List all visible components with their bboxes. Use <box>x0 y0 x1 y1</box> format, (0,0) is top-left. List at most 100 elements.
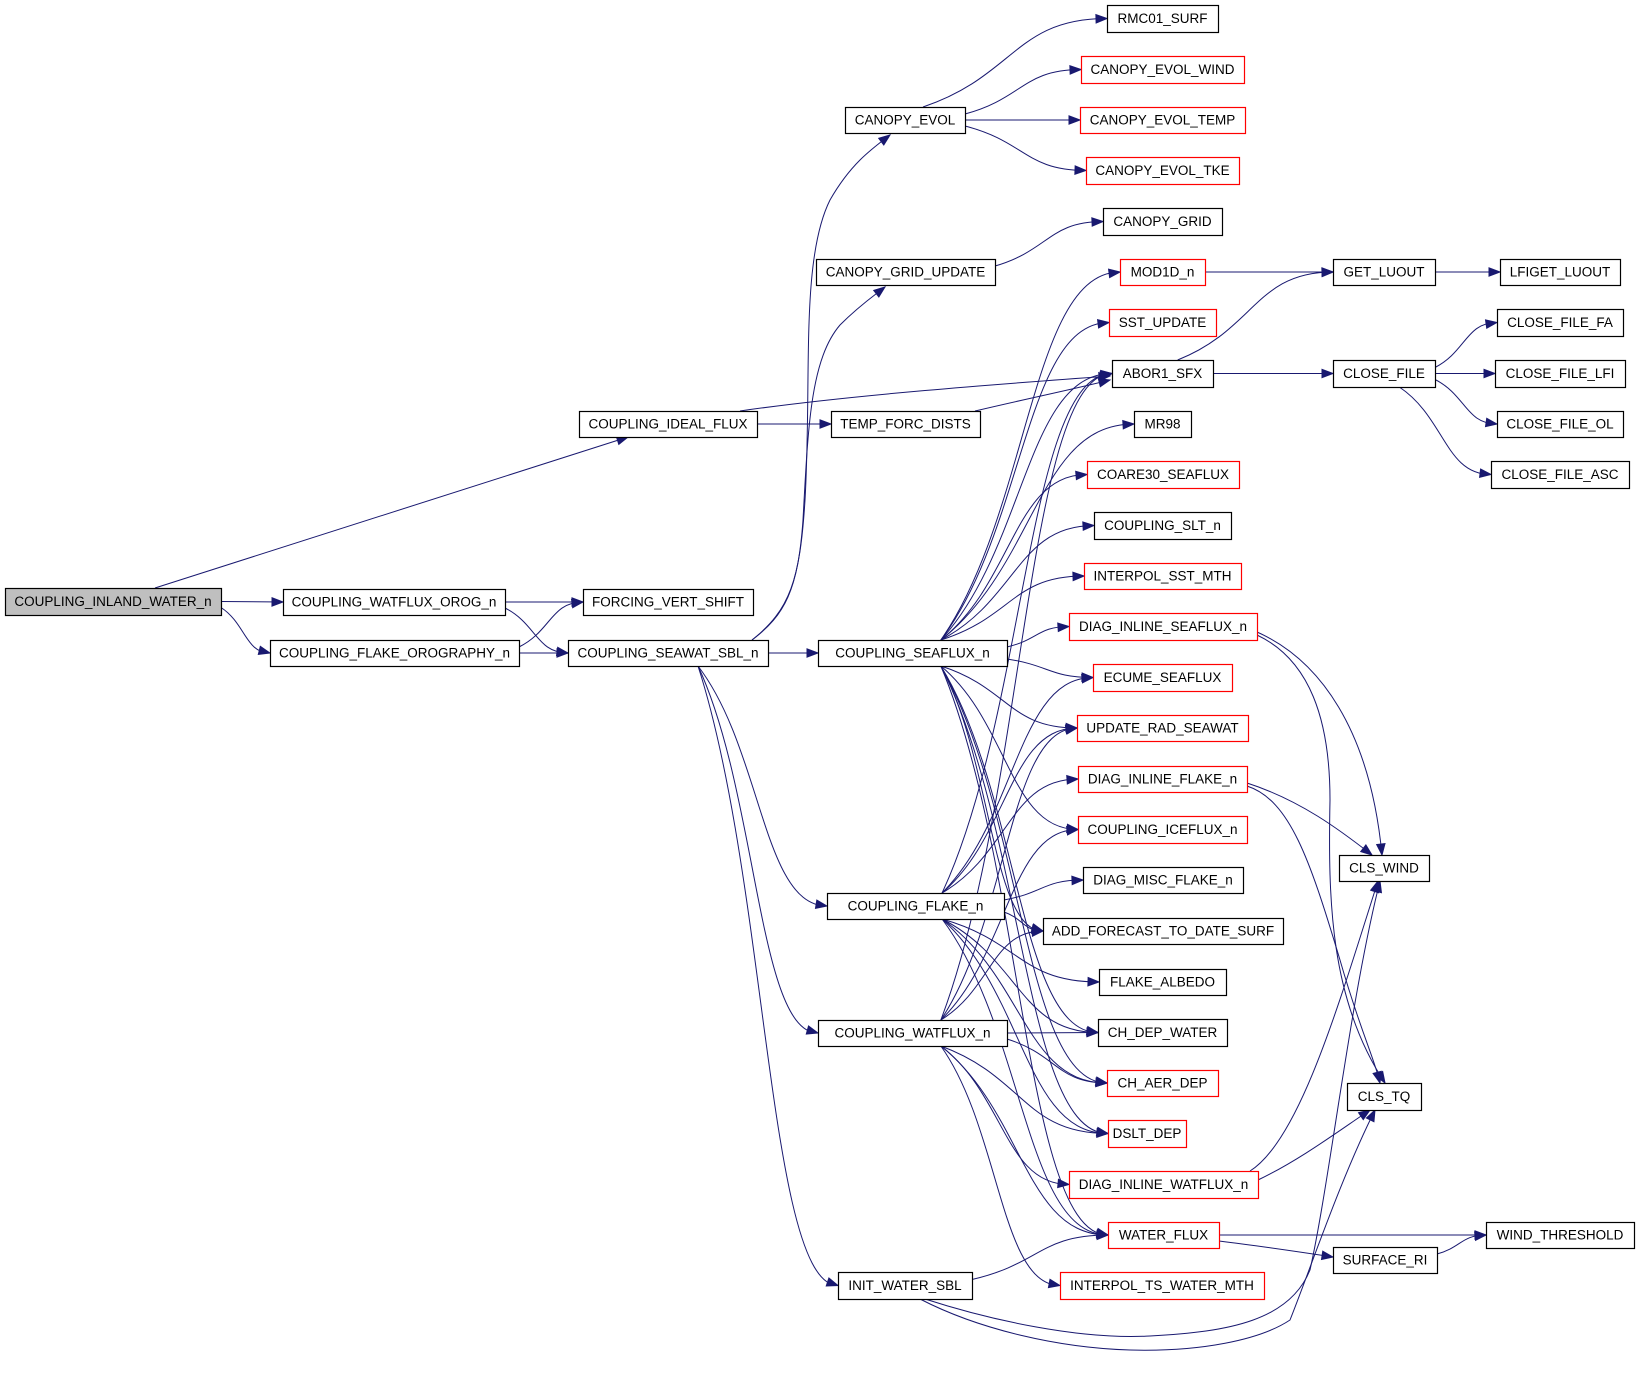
node-dslt-dep[interactable]: DSLT_DEP <box>1107 1119 1188 1149</box>
node-box[interactable] <box>1332 359 1437 389</box>
node-box[interactable] <box>1346 1082 1423 1112</box>
node-box[interactable] <box>1076 714 1250 743</box>
node-box[interactable] <box>1332 1246 1439 1275</box>
node-sst-update[interactable]: SST_UPDATE <box>1108 308 1218 338</box>
node-box[interactable] <box>4 587 223 617</box>
node-box[interactable] <box>1496 410 1625 439</box>
node-abor1-sfx[interactable]: ABOR1_SFX <box>1111 359 1215 389</box>
node-diag-misc-flake-n[interactable]: DIAG_MISC_FLAKE_n <box>1082 866 1245 895</box>
node-flake-albedo[interactable]: FLAKE_ALBEDO <box>1098 968 1228 997</box>
node-coupling-seaflux-n[interactable]: COUPLING_SEAFLUX_n <box>817 639 1009 668</box>
node-coupling-watflux-orog-n[interactable]: COUPLING_WATFLUX_OROG_n <box>282 588 507 617</box>
node-canopy-evol-wind[interactable]: CANOPY_EVOL_WIND <box>1080 55 1246 85</box>
node-mr98[interactable]: MR98 <box>1133 410 1193 439</box>
node-box[interactable] <box>830 410 982 439</box>
node-ch-dep-water[interactable]: CH_DEP_WATER <box>1097 1018 1229 1048</box>
node-box[interactable] <box>582 588 755 617</box>
node-ch-aer-dep[interactable]: CH_AER_DEP <box>1106 1069 1220 1098</box>
node-box[interactable] <box>269 639 521 668</box>
node-mod1d-n[interactable]: MOD1D_n <box>1119 258 1207 287</box>
node-box[interactable] <box>1119 258 1207 287</box>
node-box[interactable] <box>1079 106 1247 135</box>
node-box[interactable] <box>1496 308 1625 338</box>
node-diag-inline-flake-n[interactable]: DIAG_INLINE_FLAKE_n <box>1077 765 1249 794</box>
node-close-file-lfi[interactable]: CLOSE_FILE_LFI <box>1494 359 1627 389</box>
node-coupling-watflux-n[interactable]: COUPLING_WATFLUX_n <box>817 1019 1009 1048</box>
node-box[interactable] <box>567 639 770 668</box>
node-box[interactable] <box>1108 308 1218 338</box>
node-box[interactable] <box>1338 854 1431 883</box>
node-surface-ri[interactable]: SURFACE_RI <box>1332 1246 1439 1275</box>
node-interpol-ts-water-mth[interactable]: INTERPOL_TS_WATER_MTH <box>1059 1271 1266 1301</box>
node-canopy-evol[interactable]: CANOPY_EVOL <box>844 106 967 135</box>
node-box[interactable] <box>1102 207 1224 237</box>
node-cls-tq[interactable]: CLS_TQ <box>1346 1082 1423 1112</box>
node-box[interactable] <box>1499 258 1622 287</box>
node-box[interactable] <box>1068 1170 1260 1200</box>
node-canopy-grid-update[interactable]: CANOPY_GRID_UPDATE <box>815 258 997 287</box>
node-forcing-vert-shift[interactable]: FORCING_VERT_SHIFT <box>582 588 755 617</box>
node-init-water-sbl[interactable]: INIT_WATER_SBL <box>837 1271 974 1301</box>
node-box[interactable] <box>1098 968 1228 997</box>
node-box[interactable] <box>1068 612 1259 642</box>
node-water-flux[interactable]: WATER_FLUX <box>1107 1221 1221 1250</box>
node-update-rad-seawat[interactable]: UPDATE_RAD_SEAWAT <box>1076 714 1250 743</box>
node-close-file-asc[interactable]: CLOSE_FILE_ASC <box>1490 460 1631 490</box>
node-diag-inline-seaflux-n[interactable]: DIAG_INLINE_SEAFLUX_n <box>1068 612 1259 642</box>
node-box[interactable] <box>826 892 1006 921</box>
node-box[interactable] <box>1332 258 1437 287</box>
node-coupling-seawat-sbl-n[interactable]: COUPLING_SEAWAT_SBL_n <box>567 639 770 668</box>
node-box[interactable] <box>1083 562 1243 591</box>
node-canopy-evol-tke[interactable]: CANOPY_EVOL_TKE <box>1085 156 1241 186</box>
node-interpol-sst-mth[interactable]: INTERPOL_SST_MTH <box>1083 562 1243 591</box>
node-box[interactable] <box>817 639 1009 668</box>
node-box[interactable] <box>1085 156 1241 186</box>
node-box[interactable] <box>1111 359 1215 389</box>
node-add-forecast-to-date-surf[interactable]: ADD_FORECAST_TO_DATE_SURF <box>1042 917 1285 946</box>
node-box[interactable] <box>1080 55 1246 85</box>
node-box[interactable] <box>1106 4 1220 34</box>
node-box[interactable] <box>1059 1271 1266 1301</box>
node-close-file[interactable]: CLOSE_FILE <box>1332 359 1437 389</box>
node-box[interactable] <box>1106 1069 1220 1098</box>
node-box[interactable] <box>1485 1221 1636 1250</box>
node-box[interactable] <box>282 588 507 617</box>
node-box[interactable] <box>578 410 759 439</box>
node-canopy-grid[interactable]: CANOPY_GRID <box>1102 207 1224 237</box>
node-close-file-fa[interactable]: CLOSE_FILE_FA <box>1496 308 1625 338</box>
node-ecume-seaflux[interactable]: ECUME_SEAFLUX <box>1092 663 1234 693</box>
node-box[interactable] <box>1490 460 1631 490</box>
node-wind-threshold[interactable]: WIND_THRESHOLD <box>1485 1221 1636 1250</box>
node-box[interactable] <box>1107 1221 1221 1250</box>
node-box[interactable] <box>1077 815 1249 845</box>
node-box[interactable] <box>1107 1119 1188 1149</box>
node-coare30-seaflux[interactable]: COARE30_SEAFLUX <box>1086 460 1241 490</box>
node-box[interactable] <box>1086 460 1241 490</box>
node-box[interactable] <box>1494 359 1627 389</box>
node-close-file-ol[interactable]: CLOSE_FILE_OL <box>1496 410 1625 439</box>
node-box[interactable] <box>1082 866 1245 895</box>
node-box[interactable] <box>1077 765 1249 794</box>
node-box[interactable] <box>1097 1018 1229 1048</box>
node-coupling-inland-water-n[interactable]: COUPLING_INLAND_WATER_n <box>4 587 223 617</box>
node-coupling-flake-orography-n[interactable]: COUPLING_FLAKE_OROGRAPHY_n <box>269 639 521 668</box>
node-get-luout[interactable]: GET_LUOUT <box>1332 258 1437 287</box>
node-box[interactable] <box>1042 917 1285 946</box>
node-coupling-ideal-flux[interactable]: COUPLING_IDEAL_FLUX <box>578 410 759 439</box>
node-box[interactable] <box>815 258 997 287</box>
node-coupling-slt-n[interactable]: COUPLING_SLT_n <box>1093 511 1233 541</box>
node-box[interactable] <box>817 1019 1009 1048</box>
node-box[interactable] <box>837 1271 974 1301</box>
node-canopy-evol-temp[interactable]: CANOPY_EVOL_TEMP <box>1079 106 1247 135</box>
node-cls-wind[interactable]: CLS_WIND <box>1338 854 1431 883</box>
node-coupling-iceflux-n[interactable]: COUPLING_ICEFLUX_n <box>1077 815 1249 845</box>
node-box[interactable] <box>1093 511 1233 541</box>
node-box[interactable] <box>1092 663 1234 693</box>
node-diag-inline-watflux-n[interactable]: DIAG_INLINE_WATFLUX_n <box>1068 1170 1260 1200</box>
node-box[interactable] <box>844 106 967 135</box>
node-temp-forc-dists[interactable]: TEMP_FORC_DISTS <box>830 410 982 439</box>
node-rmc01-surf[interactable]: RMC01_SURF <box>1106 4 1220 34</box>
node-lfiget-luout[interactable]: LFIGET_LUOUT <box>1499 258 1622 287</box>
node-box[interactable] <box>1133 410 1193 439</box>
node-coupling-flake-n[interactable]: COUPLING_FLAKE_n <box>826 892 1006 921</box>
